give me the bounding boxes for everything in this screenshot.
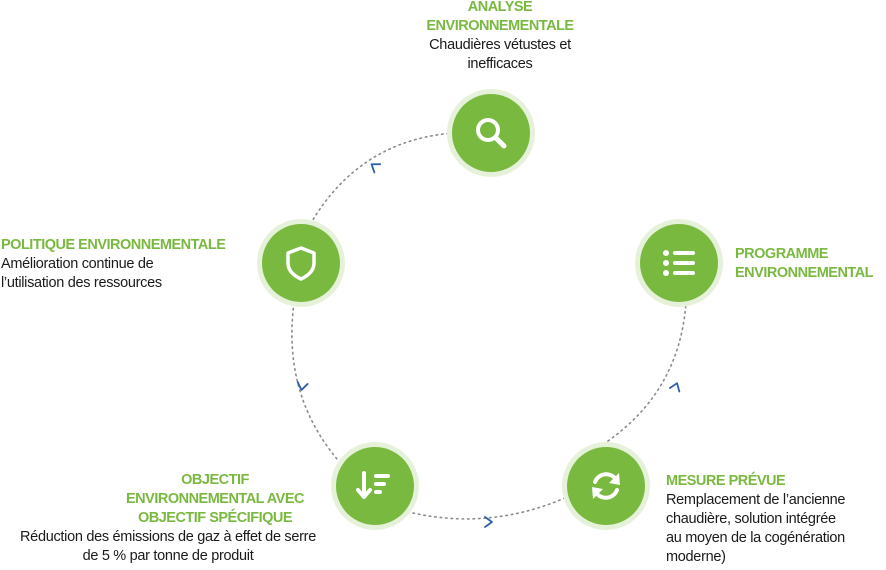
politique-title: POLITIQUE ENVIRONNEMENTALE <box>1 237 226 253</box>
shield-icon <box>286 246 316 281</box>
flow-arrowhead-2 <box>296 381 309 391</box>
mesure-node <box>567 447 645 525</box>
flow-arrows <box>296 163 681 528</box>
mesure-title: MESURE PRÉVUE <box>666 473 786 489</box>
refresh-icon <box>592 472 620 500</box>
flow-arrowhead-3 <box>484 516 493 528</box>
cycle-dotted-path <box>291 132 687 520</box>
analyse-node <box>452 94 530 172</box>
politique-label: POLITIQUE ENVIRONNEMENTALE Amélioration … <box>1 236 261 293</box>
sort-descending-icon <box>356 471 390 499</box>
list-icon <box>663 250 695 276</box>
objectif-node <box>336 447 414 525</box>
objectif-description: Réduction des émissions de gaz à effet d… <box>20 529 316 564</box>
flow-arrowhead-4 <box>669 382 681 393</box>
flow-arrowhead-1 <box>370 163 382 174</box>
politique-node <box>262 224 340 302</box>
programme-node <box>640 224 718 302</box>
search-icon <box>476 118 507 149</box>
mesure-label: MESURE PRÉVUE Remplacement de l’ancienne… <box>666 472 884 567</box>
